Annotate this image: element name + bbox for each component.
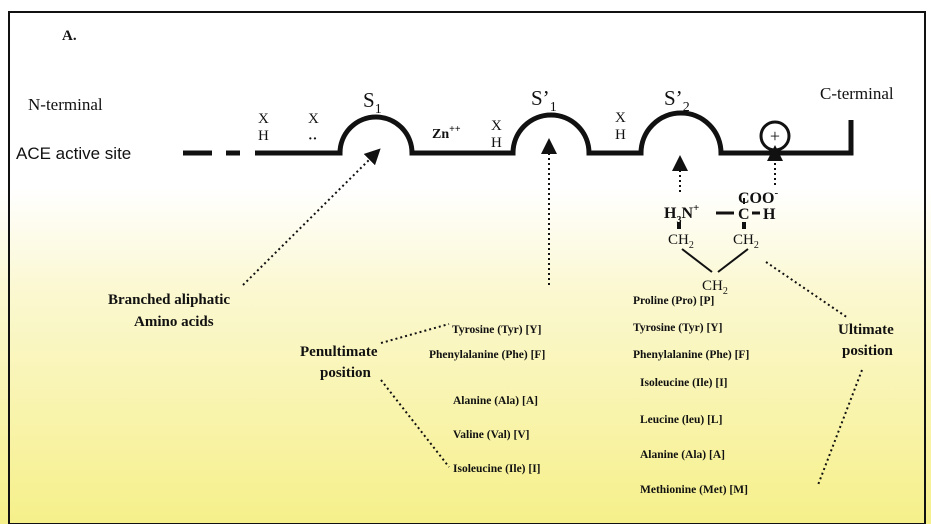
site-dots: ·· bbox=[308, 132, 317, 147]
penultimate-item: Phenylalanine (Phe) [F] bbox=[429, 349, 545, 361]
site-x-2: X bbox=[308, 111, 319, 127]
ch2-right: CH2 bbox=[733, 232, 759, 251]
ultimate-item: Leucine (leu) [L] bbox=[640, 414, 722, 426]
terminal-molecule: COO- H3N+ C H CH2 CH2 CH2 bbox=[664, 187, 778, 297]
ch2-bottom: CH2 bbox=[702, 278, 728, 297]
site-h-3: H bbox=[491, 135, 502, 151]
carboxyl-group: COO- bbox=[738, 187, 778, 207]
active-site-label: ACE active site bbox=[16, 144, 131, 163]
site-x-1: X bbox=[258, 111, 269, 127]
alpha-carbon: C bbox=[738, 206, 750, 223]
zinc-label: Zn++ bbox=[432, 124, 461, 142]
arrow-branched-to-s1 bbox=[242, 148, 381, 286]
penultimate-amino-acids: Tyrosine (Tyr) [Y] Phenylalanine (Phe) [… bbox=[429, 324, 545, 475]
panel-label: A. bbox=[62, 28, 77, 44]
figure-frame bbox=[8, 11, 926, 524]
ultimate-amino-acids: Proline (Pro) [P] Tyrosine (Tyr) [Y] Phe… bbox=[633, 295, 749, 496]
penultimate-position-label: Penultimate position bbox=[300, 344, 381, 381]
penultimate-item: Tyrosine (Tyr) [Y] bbox=[452, 324, 541, 336]
subsite-s1-label: S1 bbox=[363, 88, 382, 117]
alpha-hydrogen: H bbox=[763, 206, 776, 223]
penultimate-item: Isoleucine (Ile) [I] bbox=[453, 463, 541, 475]
bond-left-bottom bbox=[681, 248, 713, 273]
site-h-1: H bbox=[258, 128, 269, 144]
ultimate-item: Methionine (Met) [M] bbox=[640, 484, 748, 496]
amine-group: H3N+ bbox=[664, 202, 699, 226]
n-terminal-label: N-terminal bbox=[28, 95, 103, 114]
bond-right-bottom bbox=[717, 248, 749, 273]
branched-aliphatic-label: Branched aliphatic Amino acids bbox=[108, 292, 234, 330]
subsite-s2prime-label: S’2 bbox=[664, 86, 690, 115]
subsite-s1prime-label: S’1 bbox=[531, 86, 557, 115]
ultimate-item: Phenylalanine (Phe) [F] bbox=[633, 349, 749, 361]
active-site-backbone bbox=[255, 110, 854, 156]
leader-lines bbox=[380, 261, 863, 486]
penultimate-item: Alanine (Ala) [A] bbox=[453, 395, 538, 407]
ch2-left: CH2 bbox=[668, 232, 694, 251]
ultimate-item: Isoleucine (Ile) [I] bbox=[640, 377, 728, 389]
ultimate-item: Proline (Pro) [P] bbox=[633, 295, 714, 307]
ultimate-item: Tyrosine (Tyr) [Y] bbox=[633, 322, 722, 334]
site-x-4: X bbox=[615, 110, 626, 126]
ultimate-position-label: Ultimate position bbox=[838, 322, 898, 359]
positive-charge-symbol: + bbox=[770, 126, 780, 146]
ultimate-item: Alanine (Ala) [A] bbox=[640, 449, 725, 461]
site-x-3: X bbox=[491, 118, 502, 134]
c-terminal-label: C-terminal bbox=[820, 84, 894, 103]
penultimate-item: Valine (Val) [V] bbox=[453, 429, 529, 441]
site-h-4: H bbox=[615, 127, 626, 143]
